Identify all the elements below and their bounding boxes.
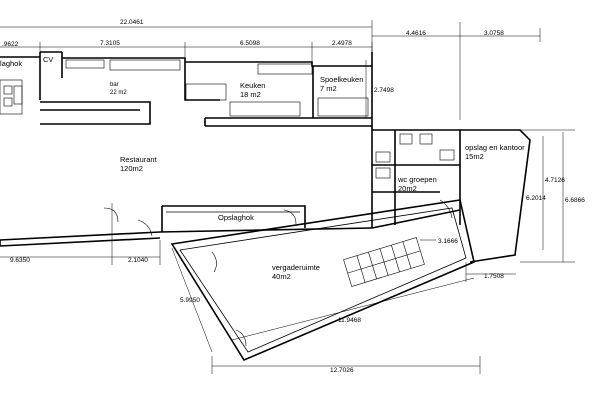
dim-2-1040: 2.1040 — [128, 257, 148, 264]
dim-11-9468: 11.9468 — [338, 317, 361, 324]
dim-total-width: 22.0461 — [120, 19, 144, 26]
room-cv: CV — [43, 55, 53, 64]
room-opslag-name: opslag en kantoor — [465, 143, 525, 152]
room-vergader-name: vergaderuimte — [272, 263, 320, 272]
room-wc-name: wc groepen — [397, 175, 437, 184]
dim-9622: .9622 — [2, 41, 19, 48]
room-restaurant-name: Restaurant — [120, 155, 158, 164]
walls — [0, 51, 531, 362]
dim-9-6350: 9.6350 — [10, 257, 30, 264]
room-vergader-area: 40m2 — [272, 272, 291, 281]
room-laghok: laghok — [0, 59, 22, 68]
dim-7-3105: 7.3105 — [100, 40, 120, 47]
dim-6-5098: 6.5098 — [240, 40, 260, 47]
room-opslaghok: Opslaghok — [218, 213, 254, 222]
dimension-lines — [0, 20, 575, 374]
dim-4-7126: 4.7126 — [545, 177, 565, 184]
dim-5-9950: 5.9950 — [180, 297, 200, 304]
room-keuken-name: Keuken — [240, 81, 265, 90]
room-spoelkeuken-name: Spoelkeuken — [320, 75, 363, 84]
dim-2-7498: 2.7498 — [374, 87, 394, 94]
dim-6-2014: 6.2014 — [526, 195, 546, 202]
dim-6-6866: 6.6866 — [565, 197, 585, 204]
dim-4-4616: 4.4616 — [406, 30, 426, 37]
dim-1-7508: 1.7508 — [484, 273, 504, 280]
room-wc-area: 20m2 — [398, 184, 417, 193]
room-bar-name: bar — [110, 82, 119, 88]
dim-3-0758: 3.0758 — [484, 30, 504, 37]
room-restaurant-area: 120m2 — [120, 164, 143, 173]
room-keuken-area: 18 m2 — [240, 90, 261, 99]
furniture — [0, 59, 455, 347]
room-opslag-area: 15m2 — [465, 152, 484, 161]
dim-2-4978: 2.4978 — [332, 40, 352, 47]
dim-12-7026: 12.7026 — [330, 367, 354, 374]
dim-3-1666: 3.1666 — [438, 238, 458, 245]
room-bar-area: 22 m2 — [110, 90, 127, 96]
room-spoelkeuken-area: 7 m2 — [320, 84, 337, 93]
